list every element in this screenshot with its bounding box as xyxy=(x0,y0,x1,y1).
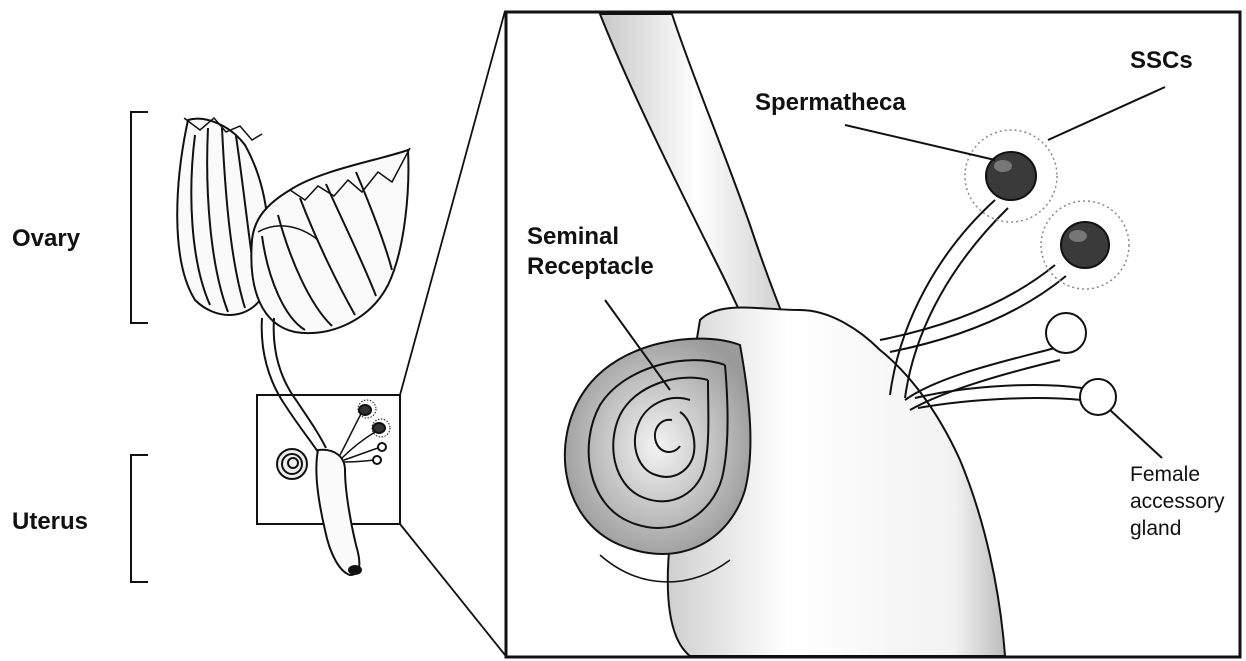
overview-drawing xyxy=(131,11,505,655)
zoom-connector-bottom xyxy=(400,524,505,655)
label-ovary: Ovary xyxy=(12,224,80,254)
oviduct xyxy=(262,318,318,452)
label-female-gland-line1: Female xyxy=(1130,462,1225,489)
small-uterus xyxy=(316,450,359,575)
label-seminal-receptacle-line2: Receptacle xyxy=(527,252,654,282)
label-spermatheca: Spermatheca xyxy=(755,88,906,118)
zoom-accessory-gland-upper xyxy=(1046,313,1086,353)
label-uterus: Uterus xyxy=(12,507,88,537)
label-female-accessory-gland: Female accessory gland xyxy=(1130,462,1225,543)
label-seminal-receptacle-line1: Seminal xyxy=(527,222,654,252)
small-seminal-receptacle xyxy=(277,449,307,479)
label-seminal-receptacle: Seminal Receptacle xyxy=(527,222,654,282)
ovary-right-lobe xyxy=(251,148,410,333)
label-female-gland-line3: gland xyxy=(1130,516,1225,543)
label-sscs: SSCs xyxy=(1130,46,1193,76)
zoom-connector-top xyxy=(400,11,505,395)
uterus-bracket xyxy=(131,455,148,582)
ovary-bracket xyxy=(131,112,148,323)
label-female-gland-line2: accessory xyxy=(1130,489,1225,516)
